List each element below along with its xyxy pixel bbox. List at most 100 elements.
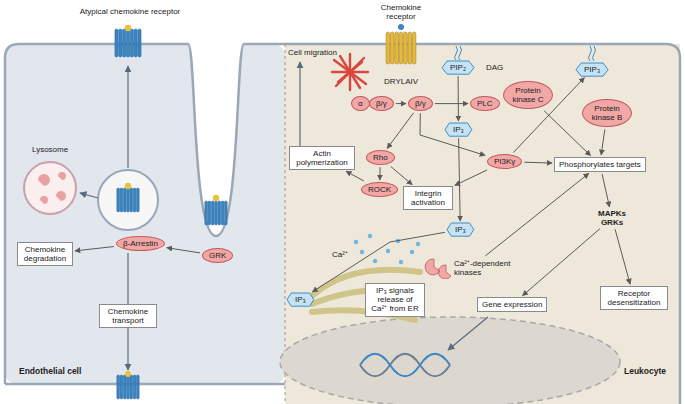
connector-arrow (524, 162, 552, 164)
messenger-hexagon: PIP₃ (576, 63, 608, 76)
label-text: Ca²⁺ (332, 250, 348, 259)
node-text: Gene expression (482, 300, 542, 309)
dna-strand (360, 354, 450, 377)
protein-oval: β/γ (369, 96, 394, 111)
endothelial-panel (5, 44, 285, 384)
connector-arrow (420, 113, 485, 155)
protein-oval: Protein kinase C (503, 81, 553, 109)
gene-arrow (448, 317, 488, 350)
node-text: ROCK (368, 185, 391, 194)
protein-oval: β-Arrestin (116, 236, 165, 251)
connector-arrow (387, 113, 413, 149)
connector-arrow (435, 103, 468, 104)
label-text: Atypical chemokine receptor (74, 7, 186, 16)
process-box: Actin polymerization (289, 146, 355, 170)
node-text: Actin polymerization (294, 149, 350, 167)
label-text: Chemokine receptor (372, 3, 430, 21)
endothelial-bottom-membrane (5, 383, 285, 386)
node-text: MAPKs GRKs (592, 209, 632, 227)
kinase-node: Ca²⁺-dependent kinases (424, 257, 516, 279)
messenger-hexagon: IP₃ (287, 293, 314, 306)
connector-arrow (458, 76, 459, 121)
text-label: Chemokine receptor (372, 3, 430, 21)
migration-arrow (299, 62, 300, 147)
process-box: Chemokine degradation (17, 242, 73, 266)
text-label: DAG (486, 63, 503, 72)
degraded-chemokine (38, 172, 66, 204)
connector-arrow (485, 173, 588, 255)
node-text: IP₃ signals release of Ca²⁺ from ER (370, 286, 420, 314)
node-text: IP₃ (455, 225, 466, 234)
node-text: Phosphorylates targets (559, 160, 641, 169)
chemokine (125, 25, 131, 31)
atypical-receptor (205, 201, 227, 225)
label-text: DRYLAIV (384, 77, 418, 86)
messenger-hexagon: PIP₂ (442, 61, 474, 74)
messenger-hexagon: IP₃ (447, 223, 474, 236)
text-label: Lysosome (32, 145, 68, 154)
connector-arrow (615, 229, 630, 284)
node-text: IP₃ (453, 125, 464, 134)
atypical-receptor (115, 29, 141, 57)
process-box: IP₃ signals release of Ca²⁺ from ER (365, 283, 425, 317)
atypical-receptor (117, 188, 139, 212)
lipid-tail (455, 46, 596, 61)
node-text: Receptor desensitization (605, 289, 663, 307)
node-text: PIP₂ (450, 63, 466, 72)
label-text: Endothelial cell (19, 367, 81, 377)
protein-oval: PLC (470, 96, 500, 111)
node-text: Ca²⁺-dependent kinases (454, 259, 516, 277)
node-text: β/γ (376, 99, 387, 108)
chemokine-receptor (386, 32, 416, 64)
chemokine (125, 371, 131, 377)
text-node: MAPKs GRKs (592, 209, 632, 227)
node-text: Protein kinase C (512, 86, 544, 104)
protein-oval: PI3Kγ (487, 154, 522, 169)
text-label: Cell migration (288, 48, 337, 57)
chemokine (125, 183, 131, 189)
process-box: Receptor desensitization (600, 286, 668, 310)
node-text: β/γ (415, 99, 426, 108)
lysosome (24, 162, 76, 214)
text-label: Atypical chemokine receptor (74, 7, 186, 16)
protein-oval: Protein kinase B (582, 99, 632, 127)
connector-arrow (391, 167, 412, 185)
protein-oval: Rho (366, 150, 395, 165)
messenger-hexagon: IP₃ (445, 123, 472, 136)
process-box: Gene expression (477, 297, 547, 312)
node-text: Chemokine degradation (22, 245, 68, 263)
connector-arrow (601, 129, 605, 155)
node-text: Protein kinase B (591, 104, 623, 122)
node-text: α (358, 99, 363, 108)
text-label: Ca²⁺ (332, 250, 348, 259)
connector-arrow (459, 138, 461, 221)
endosome-vesicle (98, 170, 158, 230)
node-text: PI3Kγ (494, 157, 515, 166)
connector-arrow (396, 103, 406, 104)
protein-oval: GRK (202, 248, 233, 263)
atypical-receptor (117, 375, 139, 399)
process-box: Chemokine transport (99, 304, 157, 328)
node-text: Rho (373, 153, 388, 162)
node-text: IP₃ (295, 295, 306, 304)
label-text: Leukocyte (624, 367, 666, 377)
recycling-arrow (127, 66, 128, 168)
node-text: PLC (477, 99, 493, 108)
node-text: PIP₃ (584, 65, 600, 74)
label-text: Cell migration (288, 48, 337, 57)
actin-filaments (332, 54, 368, 90)
label-text: DAG (486, 63, 503, 72)
dna-strand (360, 354, 450, 377)
kinase-icon (424, 257, 454, 279)
nucleus (280, 317, 620, 404)
text-label: DRYLAIV (384, 77, 418, 86)
node-text: GRK (209, 251, 226, 260)
text-label: Endothelial cell (19, 367, 81, 377)
chemokine (398, 24, 404, 30)
connector-arrow (523, 229, 600, 296)
text-label: Leukocyte (624, 367, 666, 377)
lysosome-arrow (80, 193, 98, 198)
